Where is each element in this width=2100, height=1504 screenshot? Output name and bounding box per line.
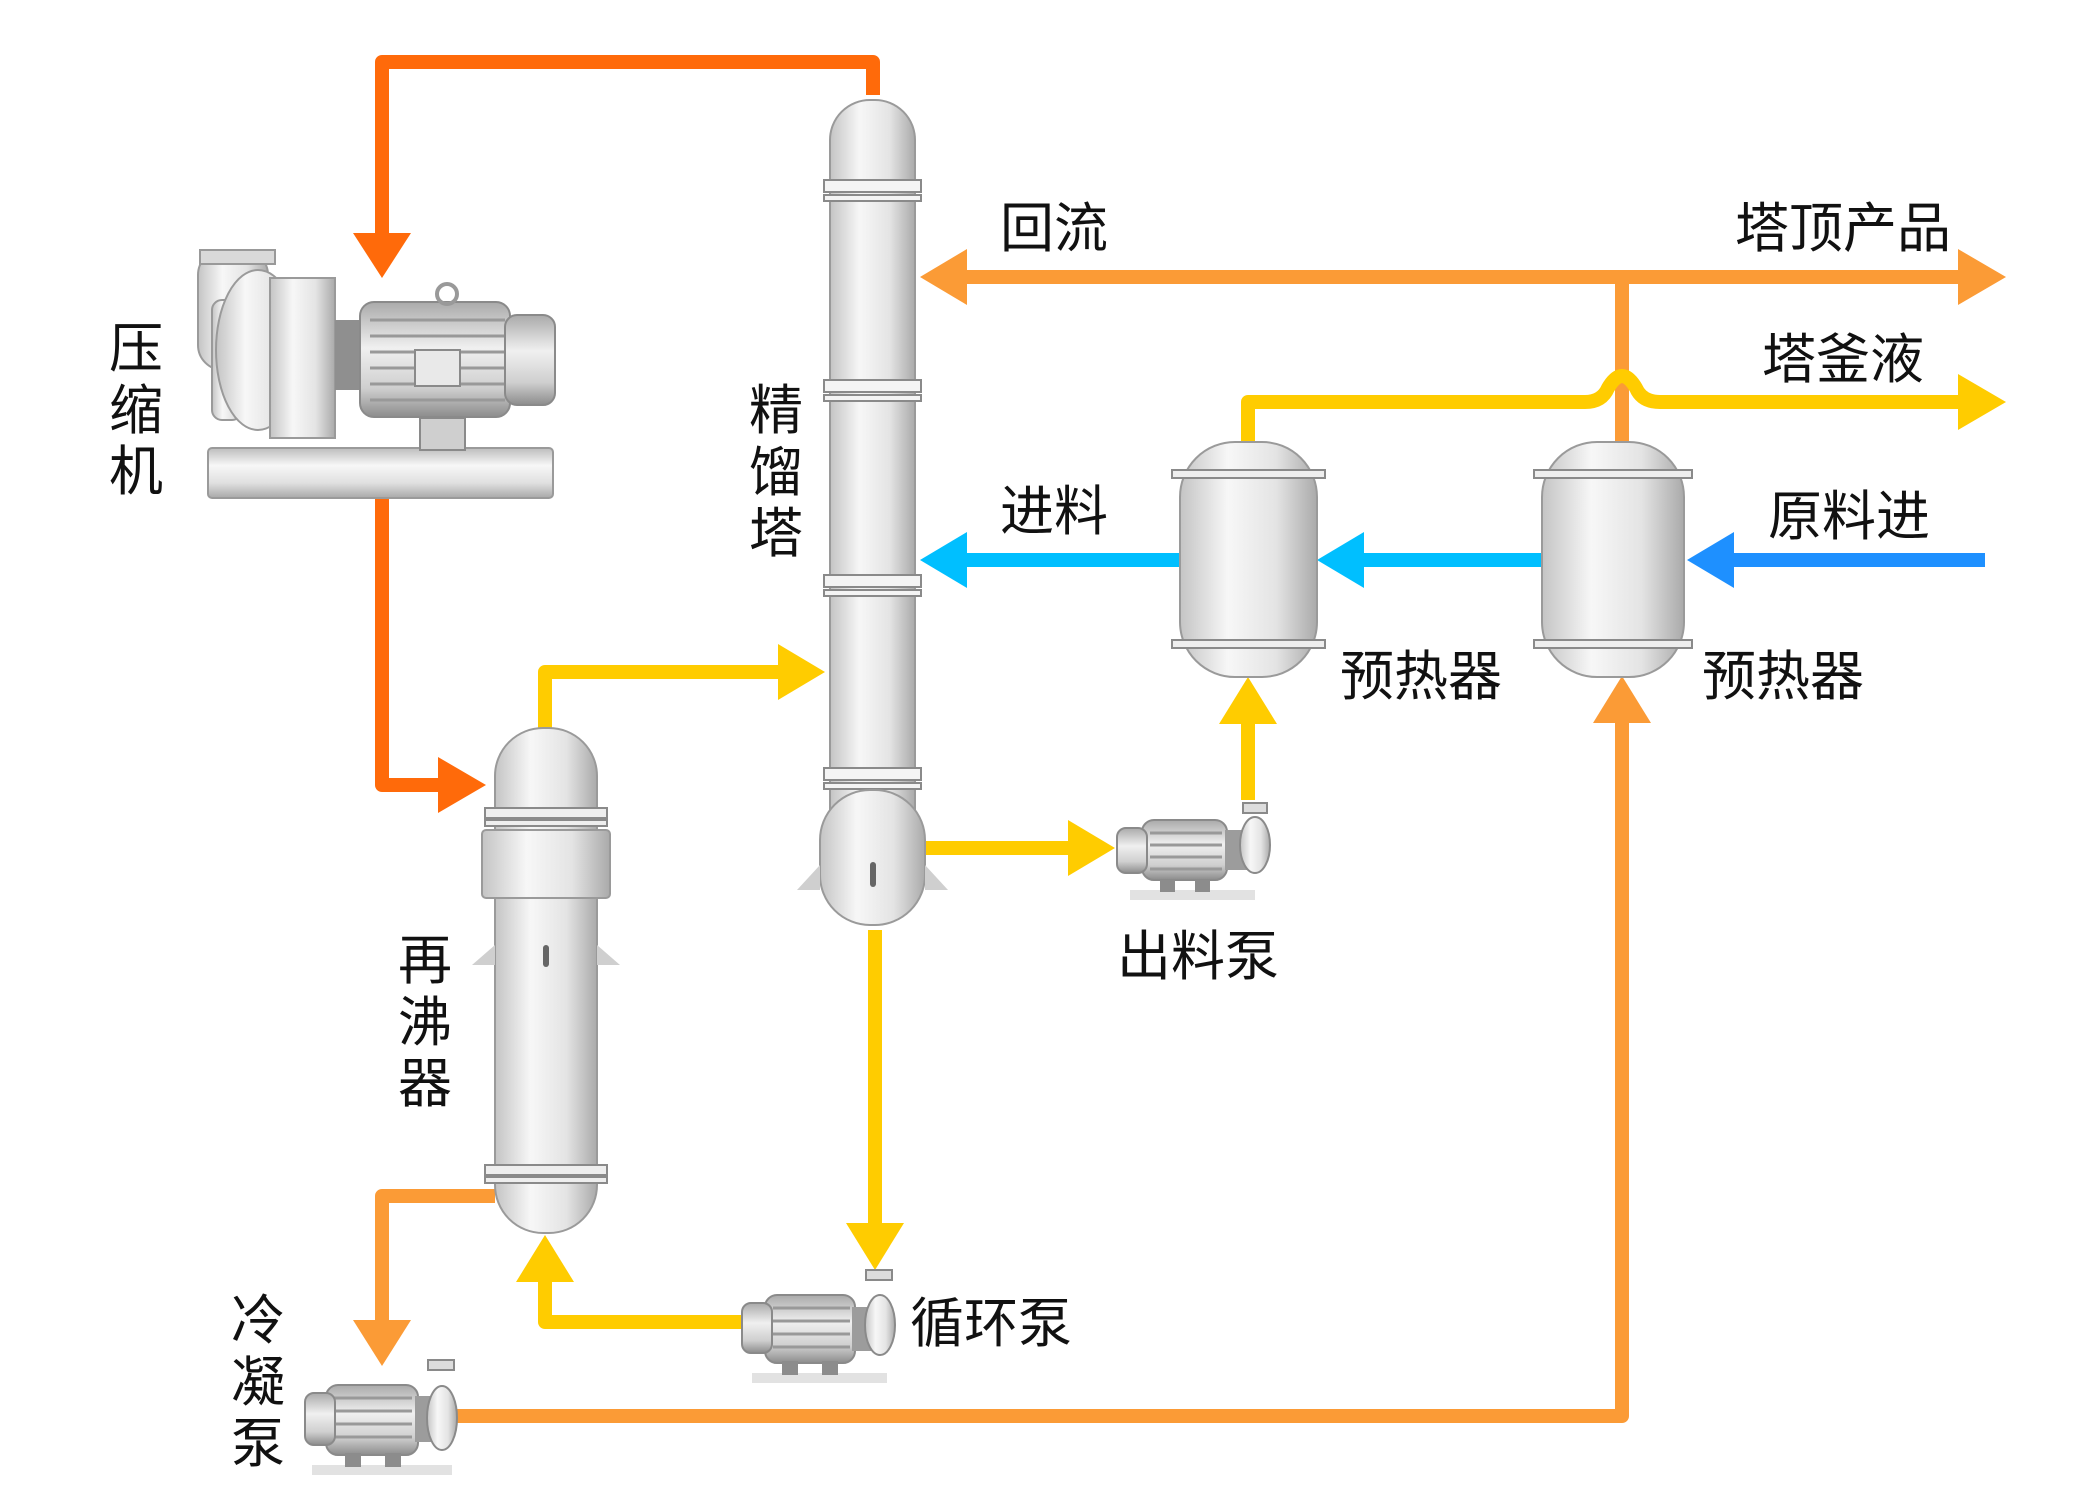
condensate-arrow-up	[1593, 676, 1651, 723]
to-circulation-pump-arrow	[846, 1223, 904, 1270]
reflux-label: 回流	[1000, 197, 1108, 260]
to-discharge-pump-arrow	[1068, 820, 1115, 876]
discharge-pump	[1116, 802, 1271, 900]
raw-feed-arrow	[1687, 532, 1734, 588]
condensate-pump-label: 冷 凝 泵	[231, 1289, 285, 1476]
vapor-arrow-into-reboiler	[438, 757, 486, 813]
raw-feed-in-label: 原料进	[1768, 485, 1930, 548]
bottoms-pipe	[538, 369, 1960, 1329]
to-reboiler-bottom-arrow	[516, 1235, 574, 1282]
feed-label: 进料	[1000, 480, 1108, 543]
preheated-feed-arrow	[1317, 532, 1364, 588]
preheater-2-label: 预热器	[1702, 645, 1864, 708]
bottoms-liquid-arrow	[1958, 374, 2006, 430]
reboiler	[472, 727, 620, 1234]
preheater-2-vessel	[1533, 441, 1693, 678]
compressor-label: 压 缩 机	[109, 317, 163, 504]
condensate-pipe	[375, 718, 1629, 1423]
reflux-arrow	[920, 249, 967, 305]
to-preheater-arrow	[1219, 677, 1277, 724]
top-product-arrow	[1958, 249, 2006, 305]
vapor-return-arrow	[778, 644, 825, 700]
preheater-1-label: 预热器	[1340, 645, 1502, 708]
distillation-column	[797, 99, 948, 926]
vapor-pipe	[375, 55, 880, 792]
reboiler-label: 再 沸 器	[398, 929, 452, 1116]
discharge-pump-label: 出料泵	[1117, 925, 1279, 988]
overhead-pipe	[965, 270, 1960, 450]
compressor	[197, 249, 556, 499]
circulation-pump	[741, 1269, 896, 1383]
column-label: 精 馏 塔	[749, 379, 803, 566]
circulation-pump-label: 循环泵	[910, 1292, 1072, 1355]
condensate-arrow-down	[353, 1320, 411, 1366]
condensate-pump-unit	[304, 1359, 458, 1475]
top-product-label: 塔顶产品	[1735, 197, 1951, 260]
feed-arrow	[920, 532, 967, 588]
vapor-arrow-down	[353, 233, 411, 278]
preheater-1-vessel	[1171, 441, 1326, 678]
bottoms-liquid-label: 塔釜液	[1762, 328, 1924, 391]
